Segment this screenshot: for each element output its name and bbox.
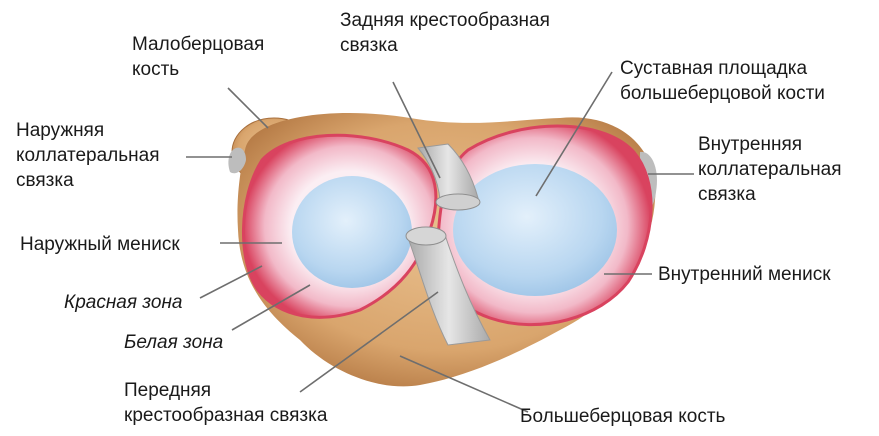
label-articular-line2: большеберцовой кости [620,81,825,106]
label-fibula: Малоберцовая кость [132,32,264,82]
label-lateral-meniscus: Наружный мениск [20,232,180,257]
anterior-cruciate-end [406,227,446,245]
label-lateral-collateral-line1: Наружняя [16,118,160,143]
label-anterior-cruciate-line2: крестообразная связка [124,403,327,428]
label-medial-collateral-line1: Внутренняя [698,132,842,157]
label-red-zone: Красная зона [64,290,183,315]
label-lateral-collateral-line3: связка [16,168,160,193]
label-anterior-cruciate-line1: Передняя [124,378,327,403]
label-medial-collateral-line3: связка [698,182,842,207]
lateral-articular-surface [292,176,412,288]
leader-fibula [228,88,268,128]
posterior-cruciate-end [436,194,480,210]
label-white-zone: Белая зона [124,330,223,355]
label-lateral-collateral-line2: коллатеральная [16,143,160,168]
label-lateral-collateral: Наружняя коллатеральная связка [16,118,160,193]
label-articular-surface: Суставная площадка большеберцовой кости [620,56,825,106]
label-posterior-cruciate-line1: Задняя крестообразная [340,8,550,33]
label-posterior-cruciate-line2: связка [340,33,550,58]
label-fibula-line2: кость [132,57,264,82]
label-posterior-cruciate: Задняя крестообразная связка [340,8,550,58]
label-tibia: Большеберцовая кость [520,404,725,429]
label-anterior-cruciate: Передняя крестообразная связка [124,378,327,428]
label-fibula-line1: Малоберцовая [132,32,264,57]
medial-articular-surface [453,164,617,296]
label-medial-meniscus: Внутренний мениск [658,262,831,287]
label-articular-line1: Суставная площадка [620,56,825,81]
label-medial-collateral-line2: коллатеральная [698,157,842,182]
label-medial-collateral: Внутренняя коллатеральная связка [698,132,842,207]
